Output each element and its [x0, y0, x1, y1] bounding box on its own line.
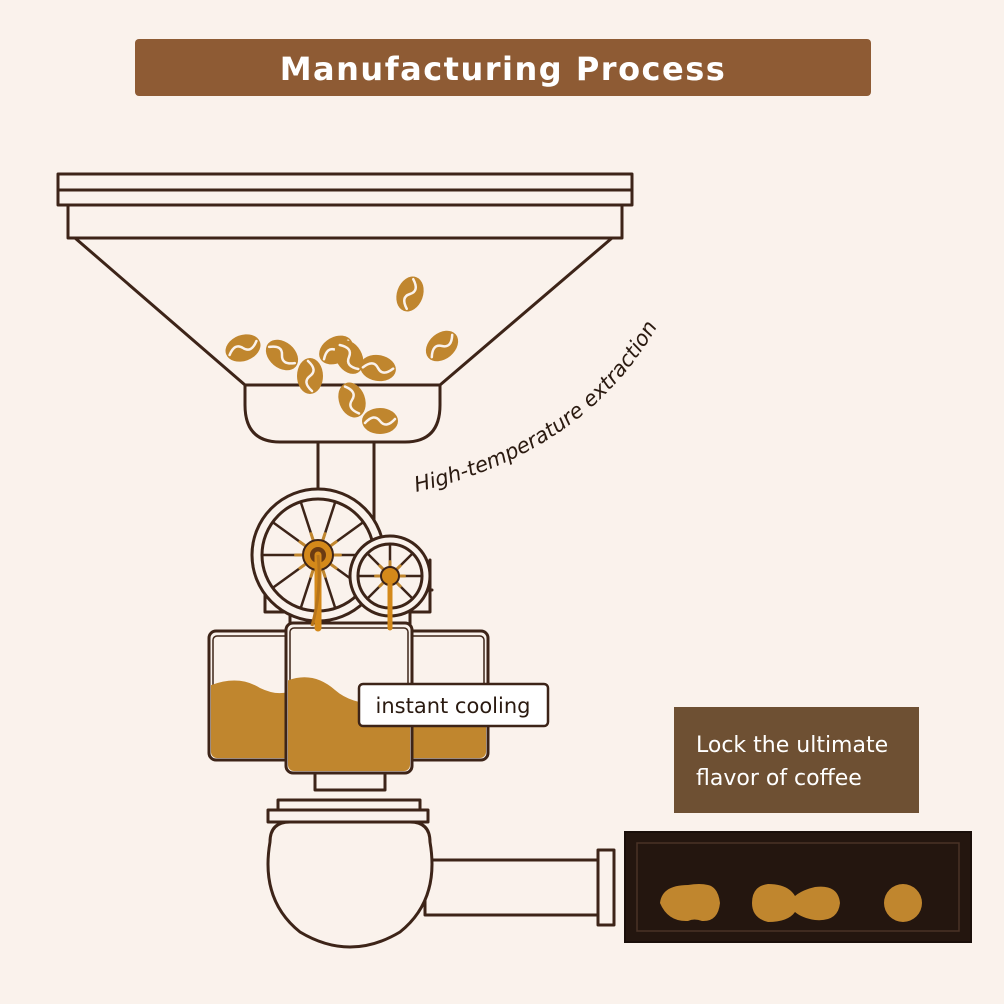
coffee-bean-icon: [265, 339, 299, 371]
flavor-callout-box: [674, 707, 919, 813]
capsule-icon: [660, 884, 720, 922]
coffee-bean-icon: [360, 354, 396, 382]
capsule-tray: [624, 831, 972, 943]
title-banner: Manufacturing Process: [135, 39, 871, 96]
portafilter: [266, 820, 616, 949]
title-bar: [135, 39, 871, 96]
flavor-callout: Lock the ultimate flavor of coffee: [674, 707, 919, 813]
coffee-bean-icon: [334, 340, 364, 374]
coffee-beans: [225, 276, 459, 434]
coffee-bean-icon: [362, 408, 398, 434]
cooling-cup-center: [284, 621, 414, 775]
outlet-connector: [266, 771, 430, 824]
coffee-bean-icon: [297, 358, 323, 394]
coffee-bean-icon: [425, 330, 459, 362]
hopper-funnel: [56, 172, 634, 444]
page-title: Manufacturing Process: [280, 50, 727, 88]
coffee-streams: [310, 551, 393, 632]
portafilter-bowl: [266, 820, 434, 949]
coffee-bean-icon: [396, 276, 424, 312]
flavor-callout-line2: flavor of coffee: [696, 766, 862, 791]
cooling-label-box: [357, 682, 550, 728]
coffee-bean-icon: [225, 334, 261, 362]
coffee-bean-icon: [338, 382, 366, 418]
capsule-icon: [752, 884, 840, 922]
cooling-label: instant cooling: [357, 682, 550, 728]
flavor-callout-line1: Lock the ultimate: [696, 733, 888, 758]
capsule-icon: [884, 884, 922, 922]
hopper-collar: [66, 203, 624, 240]
portafilter-handle: [423, 858, 602, 917]
cooling-label-text: instant cooling: [376, 694, 531, 718]
